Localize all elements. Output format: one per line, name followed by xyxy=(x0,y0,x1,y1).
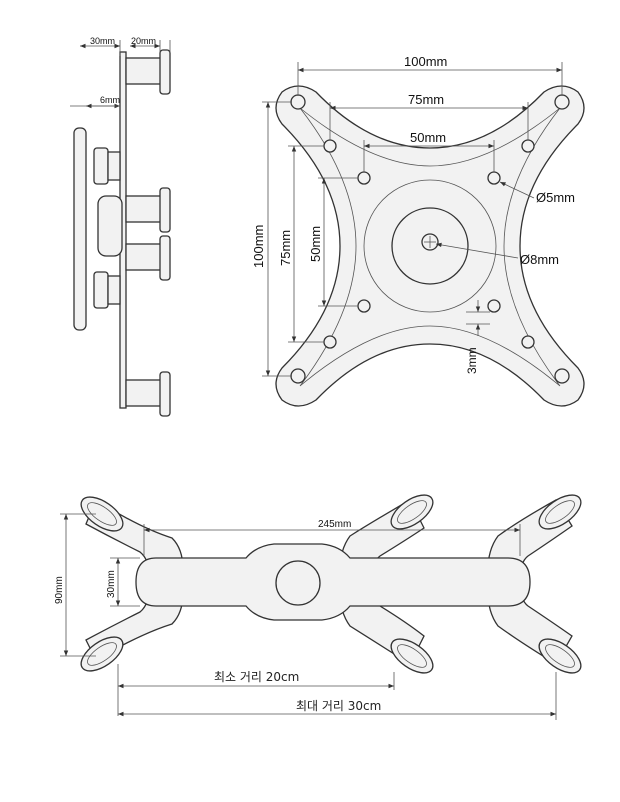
dim-height: 90mm xyxy=(54,576,65,604)
center-hub xyxy=(97,195,123,257)
arm-stub-3 xyxy=(125,235,171,281)
dim-bar-width: 30mm xyxy=(106,570,117,598)
arm-view: 245mm 90mm 30mm 최소 거리 20cm 최대 거리 30cm xyxy=(54,494,582,720)
dim-75mm-h: 75mm xyxy=(408,92,444,107)
arm-stub-1 xyxy=(125,49,171,95)
center-bar xyxy=(135,543,531,621)
dim-thickness: 3mm xyxy=(465,347,479,374)
dim-arm-length: 30mm xyxy=(90,36,115,46)
dim-100mm-h: 100mm xyxy=(404,54,447,69)
cup-ends xyxy=(80,494,582,674)
dim-center-diameter: Ø8mm xyxy=(520,252,559,267)
dim-50mm-h: 50mm xyxy=(410,130,446,145)
dim-plate-gap: 6mm xyxy=(100,95,120,105)
dim-75mm-v: 75mm xyxy=(278,230,293,266)
dim-hole-diameter: Ø5mm xyxy=(536,190,575,205)
center-ring-outer xyxy=(363,179,497,313)
arm-stub-2 xyxy=(125,187,171,233)
arm-stub-4 xyxy=(125,371,171,417)
center-pivot xyxy=(275,560,321,606)
side-view: 30mm 20mm 6mm xyxy=(70,36,171,417)
knob-lower-stem xyxy=(107,275,121,305)
dim-head-length: 20mm xyxy=(131,36,156,46)
dim-50mm-v: 50mm xyxy=(308,226,323,262)
min-distance-label: 최소 거리 20cm xyxy=(214,670,299,684)
dim-100mm-v: 100mm xyxy=(251,225,266,268)
front-view: 100mm 75mm 50mm 100mm 75mm 50mm Ø5mm Ø8m… xyxy=(251,54,585,407)
plate-inner-edge xyxy=(299,107,561,387)
knob-upper-stem xyxy=(107,151,121,181)
knob-lower xyxy=(93,271,109,309)
max-distance-label: 최대 거리 30cm xyxy=(296,699,381,713)
mount-plate-edge xyxy=(73,127,87,331)
dim-span: 245mm xyxy=(318,519,351,530)
knob-upper xyxy=(93,147,109,185)
